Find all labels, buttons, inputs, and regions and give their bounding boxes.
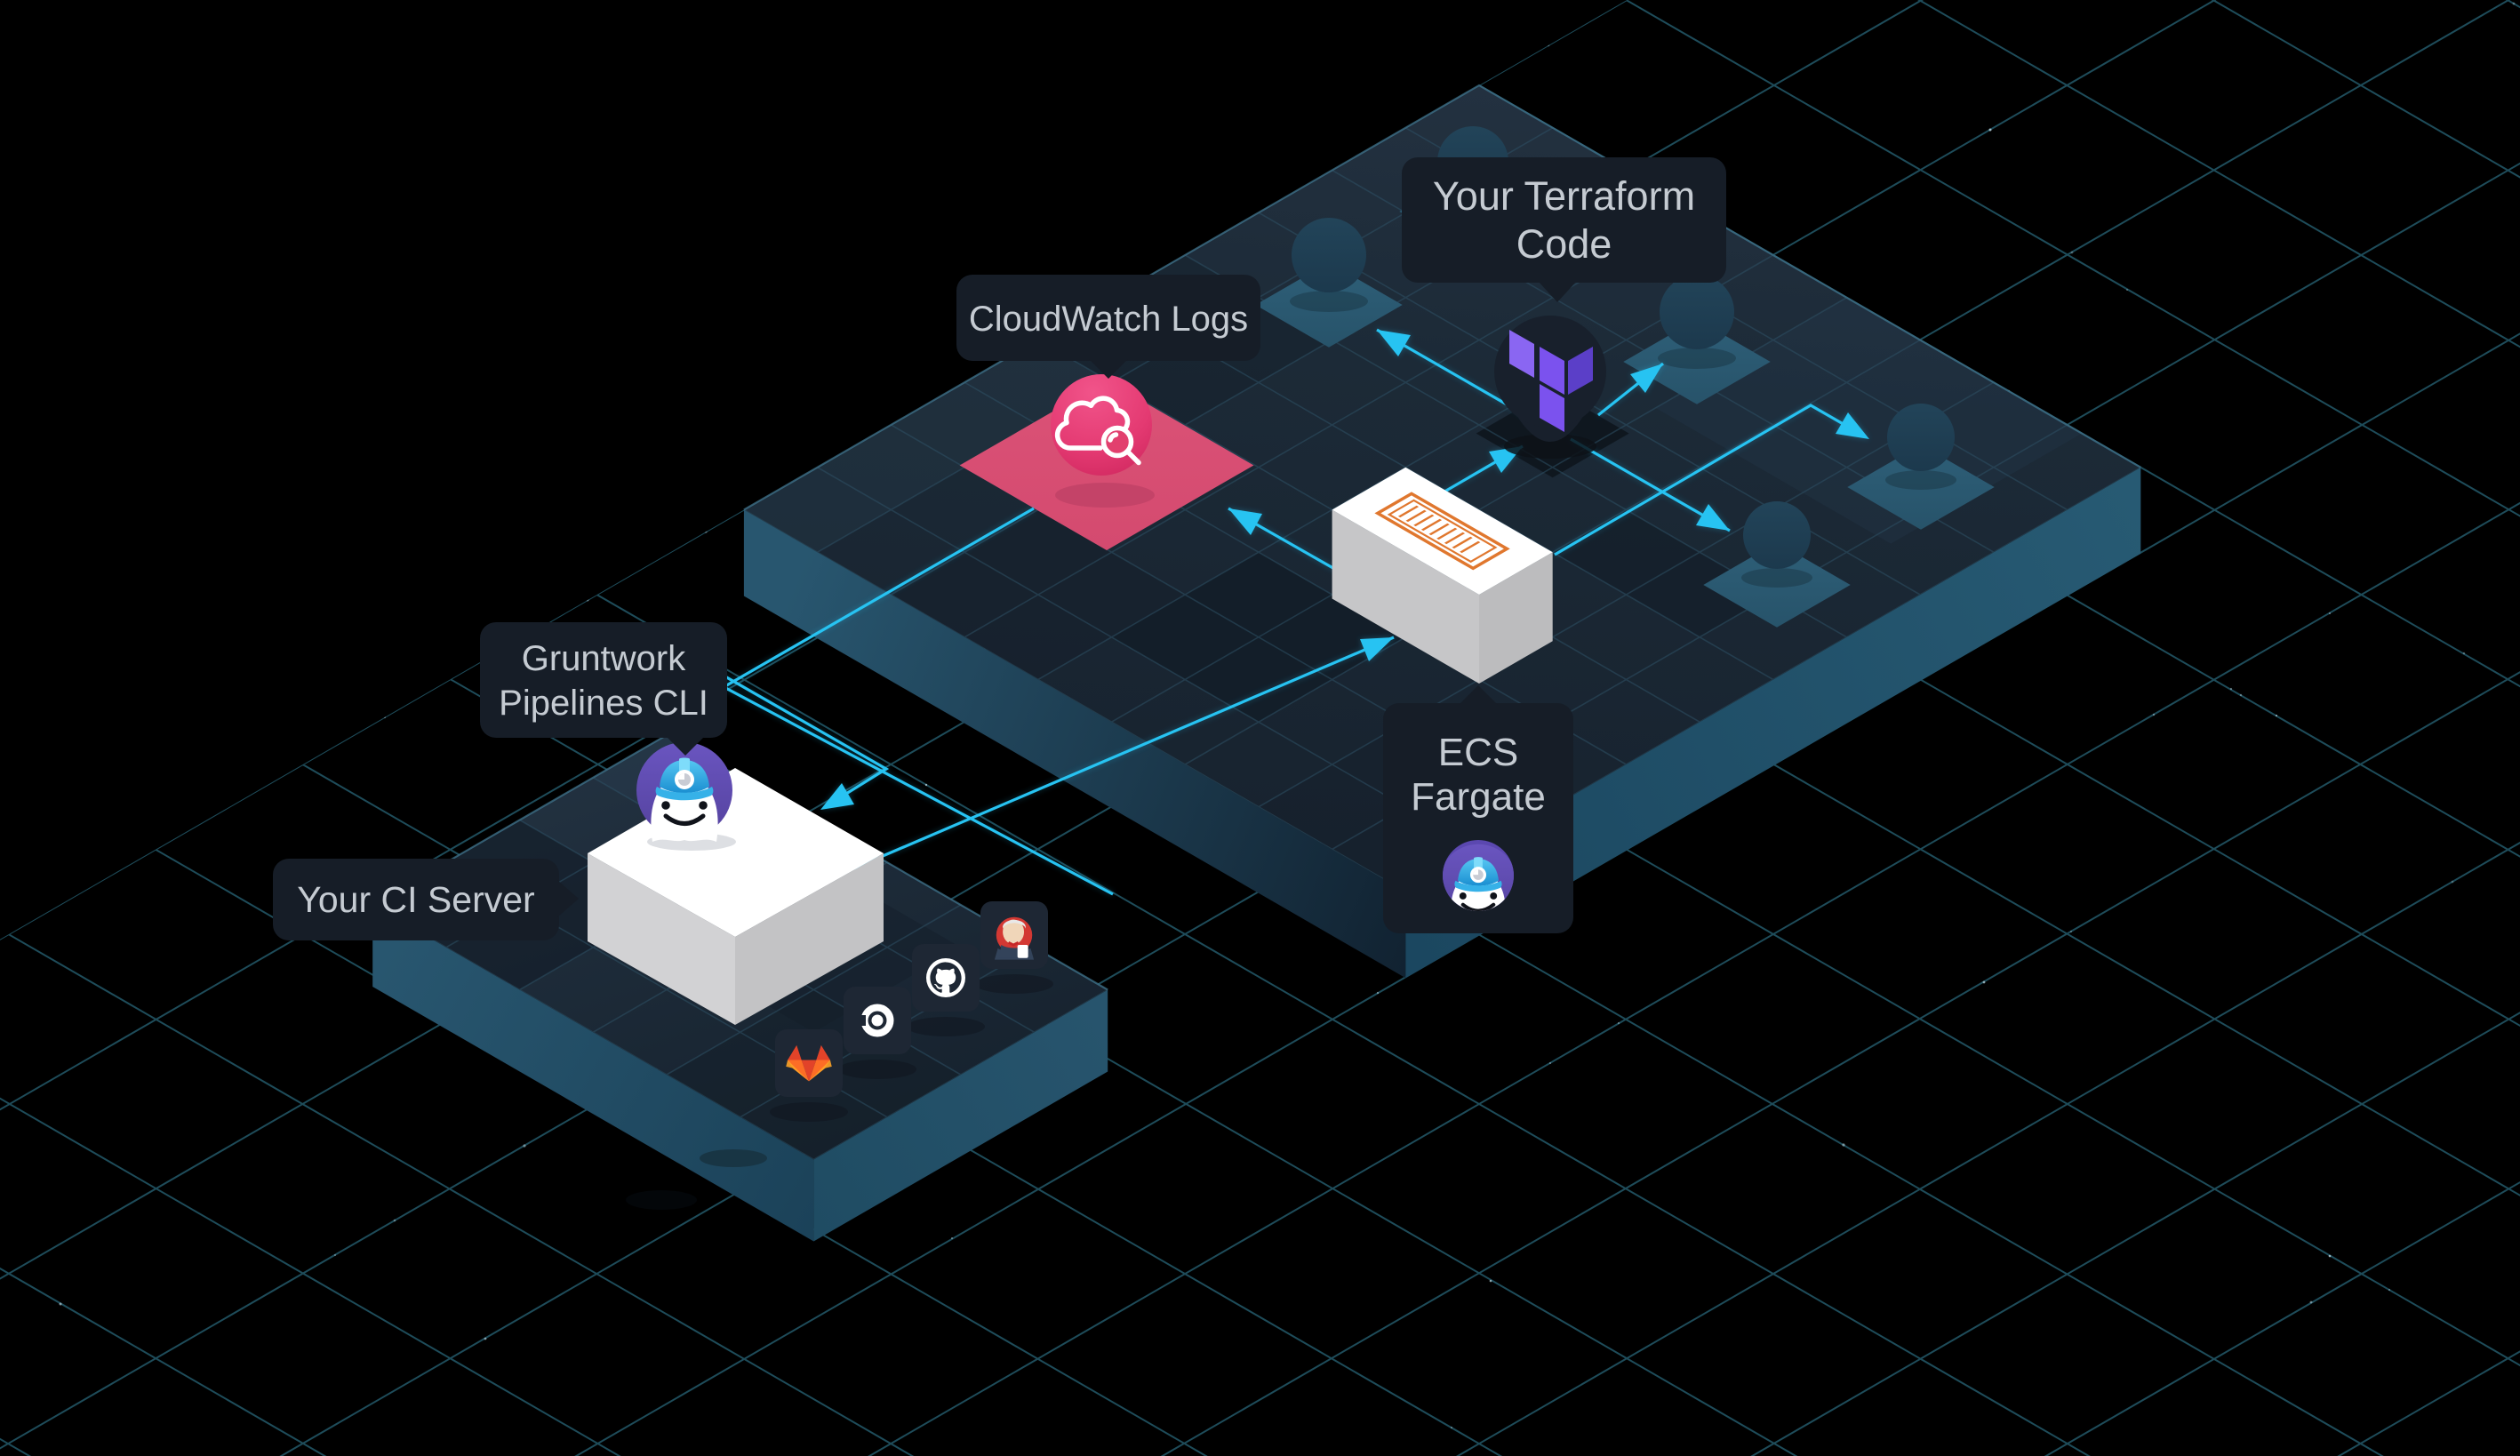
svg-text:Pipelines CLI: Pipelines CLI [499,684,708,723]
svg-text:ECS: ECS [1438,731,1518,774]
svg-text:Code: Code [1516,221,1612,267]
svg-text:Fargate: Fargate [1411,775,1546,819]
svg-text:Your Terraform: Your Terraform [1433,173,1695,219]
svg-text:Gruntwork: Gruntwork [522,639,686,678]
svg-text:Your CI Server: Your CI Server [297,879,534,920]
svg-text:CloudWatch Logs: CloudWatch Logs [969,300,1248,339]
